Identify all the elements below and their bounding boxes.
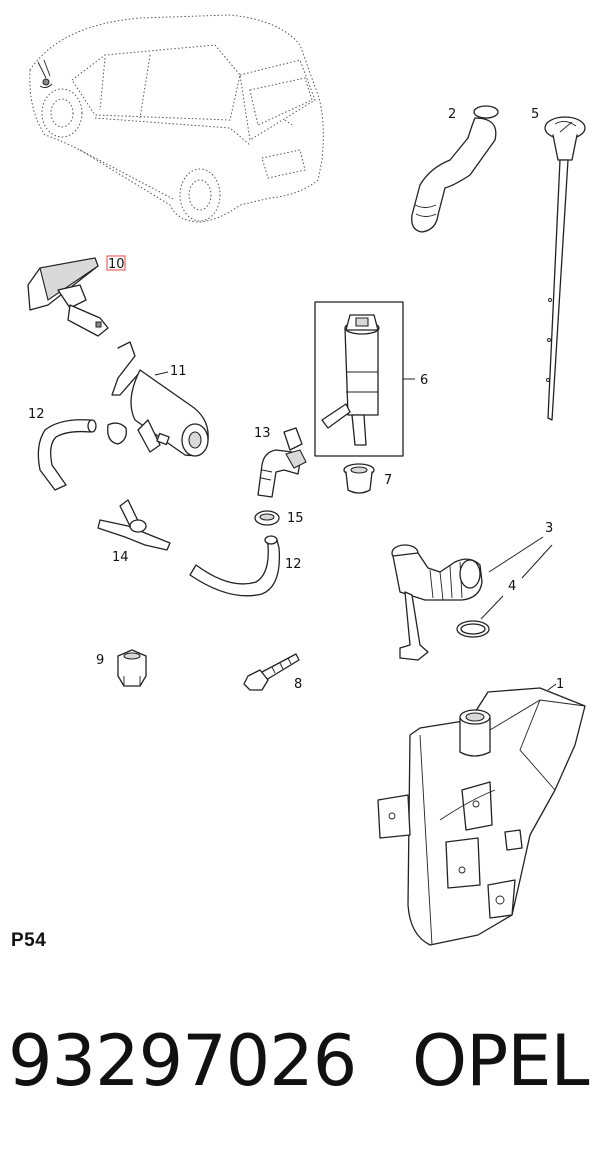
part-2-hose: 2 bbox=[411, 105, 499, 233]
part-6-washer-pump: 6 bbox=[314, 301, 428, 457]
callout-12-lower: 12 bbox=[285, 557, 302, 572]
part-15-hose-clip: 15 bbox=[254, 510, 304, 526]
part-12-hose-upper: 12 bbox=[28, 407, 127, 491]
callout-9: 9 bbox=[96, 653, 104, 668]
callout-11: 11 bbox=[170, 364, 187, 379]
callout-12-upper: 12 bbox=[28, 407, 45, 422]
callout-2: 2 bbox=[448, 107, 456, 122]
callout-14: 14 bbox=[112, 550, 129, 565]
part-8-bolt: 8 bbox=[243, 653, 302, 692]
brand-name: OPEL bbox=[412, 1020, 590, 1102]
callout-15: 15 bbox=[287, 511, 304, 526]
part-4-o-ring: 4 bbox=[456, 579, 516, 638]
callout-4: 4 bbox=[508, 579, 516, 594]
part-12-hose-lower: 12 bbox=[189, 535, 302, 597]
part-9-clip-nut: 9 bbox=[96, 649, 147, 687]
part-5-level-sensor: 5 bbox=[531, 107, 586, 421]
part-7-grommet: 7 bbox=[343, 463, 392, 494]
callout-8: 8 bbox=[294, 677, 302, 692]
callout-5: 5 bbox=[531, 107, 539, 122]
part-3-filler-neck: 3 bbox=[391, 521, 553, 661]
callout-1: 1 bbox=[556, 677, 564, 692]
callout-7: 7 bbox=[384, 473, 392, 488]
callout-13: 13 bbox=[254, 426, 271, 441]
vehicle-outline bbox=[29, 14, 324, 223]
callout-6: 6 bbox=[420, 373, 428, 388]
part-13-elbow-connector: 13 bbox=[254, 426, 307, 498]
callout-3: 3 bbox=[545, 521, 553, 536]
diagram-code: P54 bbox=[11, 930, 47, 951]
part-14-t-connector: 14 bbox=[97, 499, 171, 565]
callout-10: 10 bbox=[108, 257, 125, 272]
part-10-washer-nozzle: 10 bbox=[27, 255, 126, 337]
part-1-washer-reservoir: 1 bbox=[377, 677, 586, 946]
callout-10-highlight bbox=[106, 255, 126, 271]
part-number: 93297026 bbox=[8, 1020, 357, 1102]
part-11-pump-bracket: 11 bbox=[111, 341, 209, 457]
